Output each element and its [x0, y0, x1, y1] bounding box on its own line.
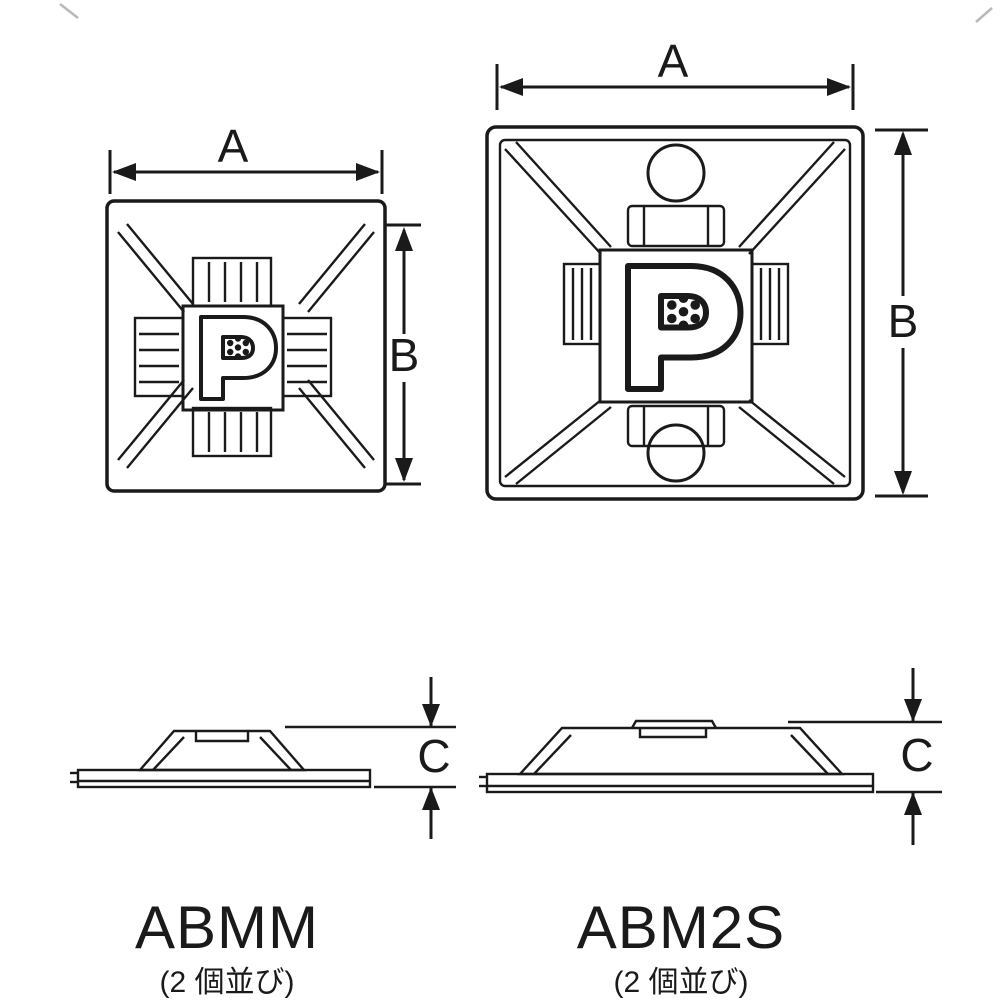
abm2s-top-hole [646, 143, 706, 203]
product-name-abmm: ABMM [135, 894, 319, 961]
dim-a-abmm: A [108, 120, 384, 194]
panduit-p-logo-icon [199, 315, 278, 401]
abm2s-right-tab [750, 262, 790, 346]
abmm-left-tab [133, 316, 185, 398]
dim-label-b-abm2s: B [888, 295, 919, 347]
dim-label-c-abmm: C [417, 730, 450, 782]
abmm-side-view [70, 729, 372, 789]
panduit-p-logo-icon [628, 266, 741, 389]
corner-artifact-right [975, 7, 993, 23]
abmm-top-view [105, 199, 387, 493]
dim-label-c-abm2s: C [900, 729, 933, 781]
corner-artifact-left [59, 3, 79, 19]
dim-c-abmm: C [285, 677, 456, 839]
abm2s-top-channel [626, 204, 726, 248]
abm2s-side-view [479, 719, 875, 794]
dim-b-abm2s: B [875, 128, 928, 498]
abmm-top-tab [191, 256, 273, 308]
product-caption-abmm: (2 個並び) [160, 966, 295, 999]
abm2s-top-view [485, 125, 865, 501]
dim-label-b-abmm: B [389, 329, 420, 381]
product-caption-abm2s: (2 個並び) [614, 966, 749, 999]
dim-label-a-abm2s: A [658, 35, 689, 87]
abm2s-left-tab [562, 262, 602, 346]
dim-b-abmm: B [386, 223, 421, 486]
product-name-abm2s: ABM2S [577, 894, 785, 961]
abm2s-bottom-channel [626, 404, 726, 448]
abm2s-bottom-hole [646, 423, 706, 483]
abmm-bottom-tab [191, 406, 273, 458]
abmm-right-tab [281, 316, 333, 398]
dim-c-abm2s: C [788, 668, 942, 845]
dim-a-abm2s: A [495, 35, 855, 110]
dim-label-a-abmm: A [218, 120, 249, 172]
